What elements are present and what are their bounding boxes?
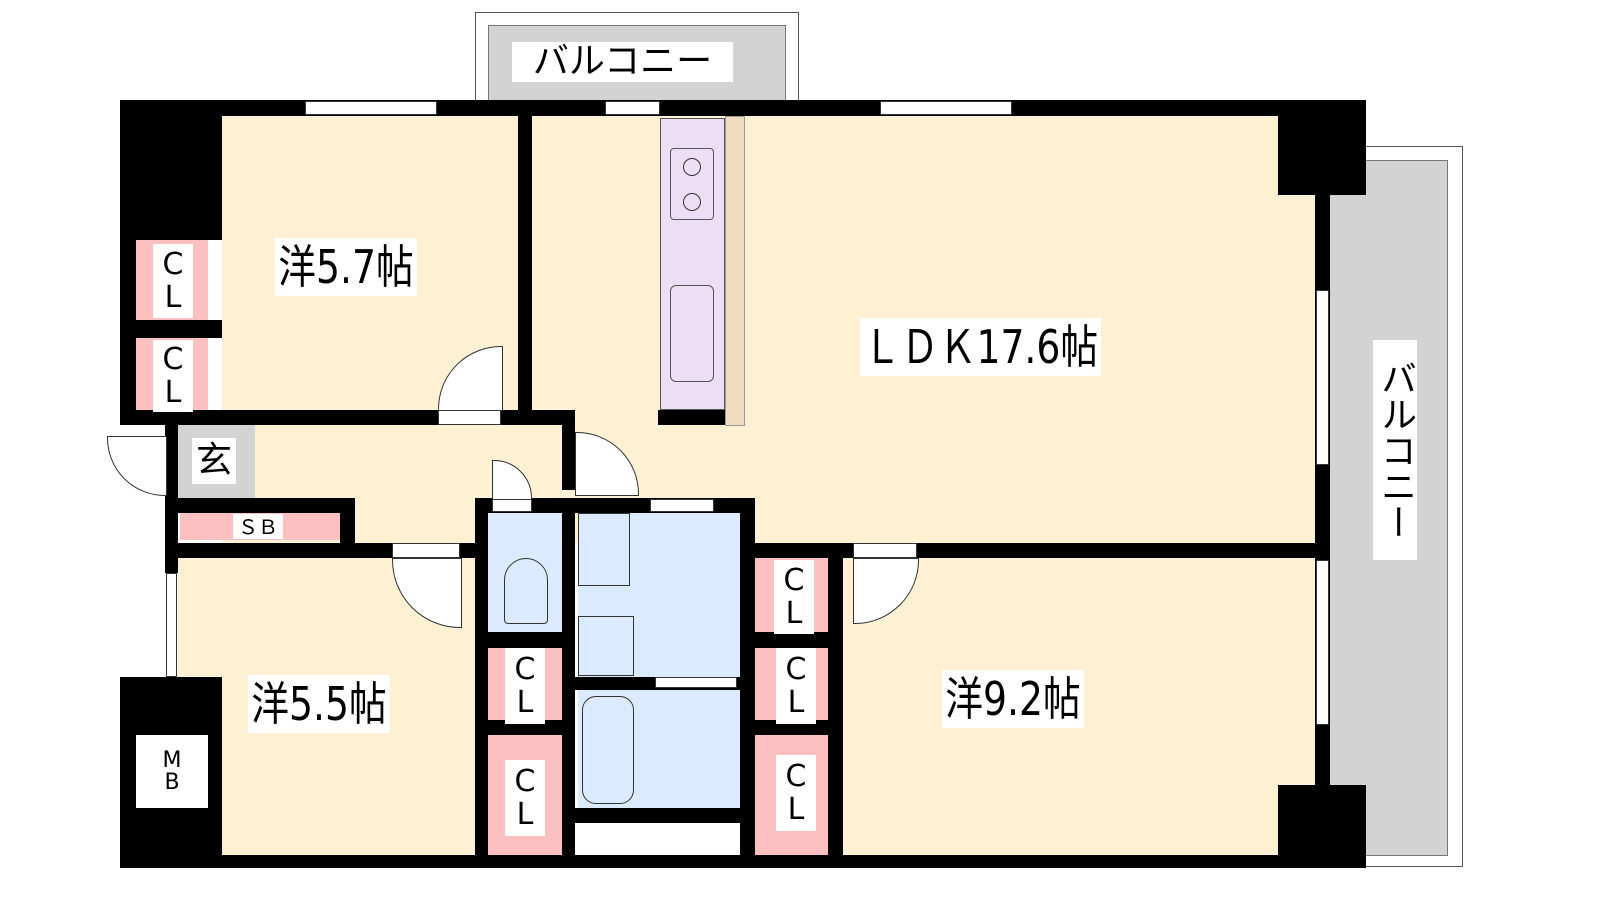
washing-machine-icon bbox=[578, 616, 634, 676]
wall bbox=[755, 543, 1330, 558]
wall bbox=[562, 808, 740, 823]
burner-icon bbox=[683, 192, 701, 211]
cl-l: L bbox=[164, 280, 182, 315]
cl-c: C bbox=[785, 759, 807, 794]
entrance-label: 玄 bbox=[192, 438, 236, 484]
wall bbox=[120, 100, 222, 240]
room-label-ldk: ＬＤＫ17.6帖 bbox=[860, 318, 1102, 376]
window bbox=[880, 101, 1012, 115]
cl-c: C bbox=[514, 764, 536, 799]
window bbox=[1316, 560, 1329, 725]
cl-l: L bbox=[516, 685, 534, 720]
wall bbox=[475, 632, 575, 648]
toilet-bowl-icon bbox=[504, 558, 548, 624]
cl-l: L bbox=[785, 596, 803, 631]
cl-c: C bbox=[162, 342, 184, 377]
wall bbox=[340, 498, 355, 545]
meter-box-b: B bbox=[164, 769, 180, 795]
door-frame bbox=[438, 410, 501, 425]
window bbox=[305, 101, 437, 115]
kitchen-sink-icon bbox=[670, 285, 714, 382]
washroom bbox=[578, 513, 740, 677]
kitchen-back-counter bbox=[725, 116, 745, 426]
balcony-top-label: バルコニー bbox=[512, 42, 733, 82]
cl-l: L bbox=[164, 375, 182, 410]
bathroom bbox=[578, 690, 740, 808]
wall bbox=[120, 410, 575, 425]
wall bbox=[562, 410, 575, 490]
bathtub-icon bbox=[582, 696, 634, 804]
cl-l: L bbox=[516, 797, 534, 832]
wall bbox=[518, 116, 532, 416]
door-frame bbox=[655, 677, 737, 688]
cl-c: C bbox=[785, 652, 807, 687]
room-label-western-2: 洋5.5帖 bbox=[248, 675, 390, 733]
burner-icon bbox=[683, 157, 701, 176]
room-label-western-1: 洋5.7帖 bbox=[275, 238, 417, 296]
door-entrance[interactable] bbox=[107, 436, 167, 496]
wall bbox=[1278, 785, 1366, 868]
meter-box-m: M bbox=[162, 747, 182, 773]
cl-c: C bbox=[162, 247, 184, 282]
stove-icon bbox=[670, 148, 714, 220]
door-frame bbox=[492, 499, 532, 512]
cl-c: C bbox=[783, 563, 805, 598]
window bbox=[650, 499, 714, 512]
room-label-western-3: 洋9.2帖 bbox=[942, 670, 1084, 728]
balcony-right-label: バルコニー bbox=[1373, 340, 1417, 560]
wall bbox=[740, 720, 843, 735]
window bbox=[1316, 290, 1329, 465]
cl-l: L bbox=[787, 685, 805, 720]
window bbox=[605, 101, 660, 115]
door-frame bbox=[392, 543, 460, 558]
wall bbox=[165, 498, 355, 513]
wall bbox=[120, 320, 222, 338]
wall bbox=[120, 100, 1330, 116]
wall bbox=[120, 100, 136, 425]
wall bbox=[658, 410, 725, 425]
wall bbox=[1315, 100, 1330, 868]
wall bbox=[740, 632, 843, 648]
shoe-box-label: ＳＢ bbox=[233, 514, 283, 539]
sink-icon bbox=[578, 513, 630, 586]
storage bbox=[578, 823, 740, 855]
balcony-right-text: バルコニー bbox=[1375, 360, 1416, 540]
window bbox=[166, 573, 177, 677]
door-frame bbox=[853, 543, 917, 558]
cl-c: C bbox=[514, 652, 536, 687]
wall bbox=[475, 720, 575, 735]
cl-l: L bbox=[787, 792, 805, 827]
